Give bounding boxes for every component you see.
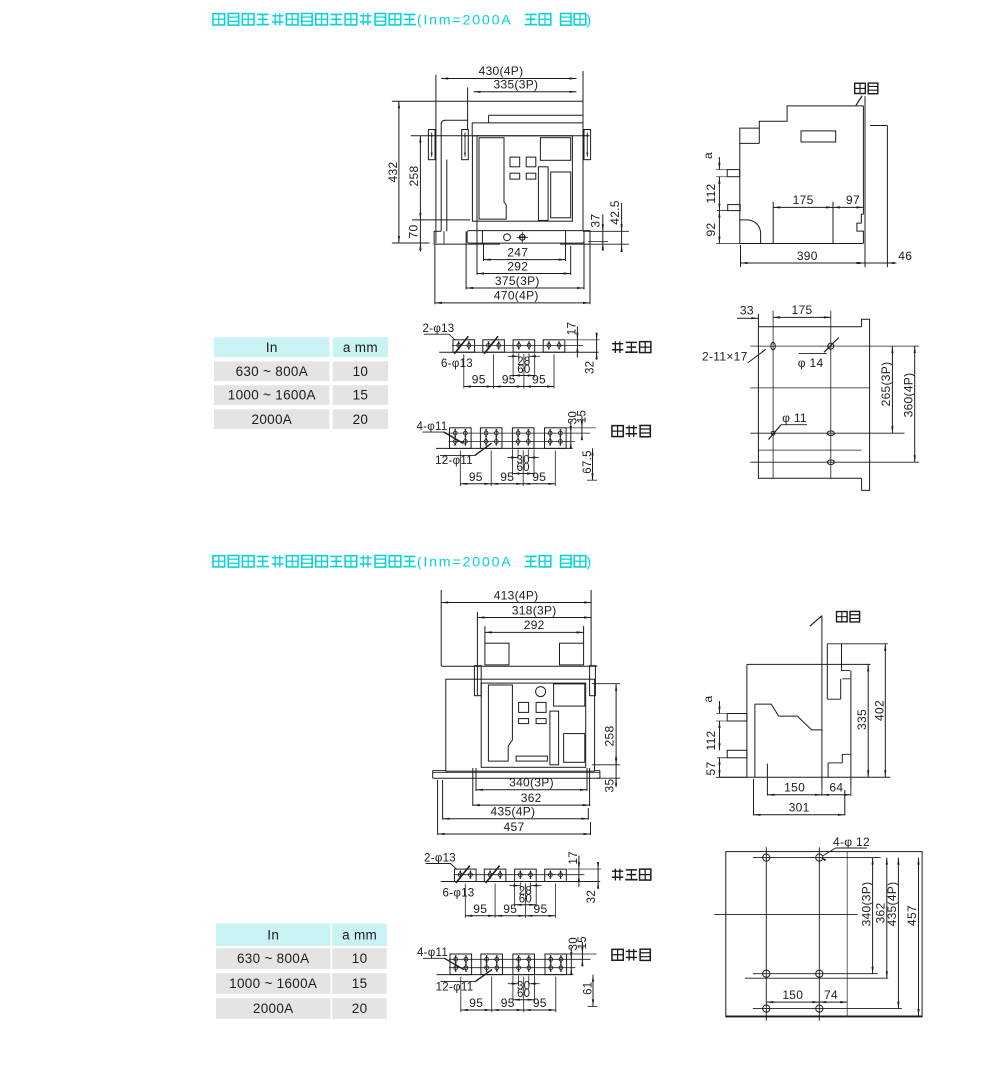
svg-text:95: 95	[532, 470, 546, 484]
svg-text:61: 61	[583, 981, 595, 994]
svg-text:432: 432	[386, 162, 400, 183]
svg-text:φ 14: φ 14	[798, 356, 824, 370]
svg-text:150: 150	[782, 988, 803, 1002]
svg-text:335(3P): 335(3P)	[494, 78, 539, 92]
svg-text:4-φ11: 4-φ11	[416, 421, 447, 433]
svg-text:35: 35	[603, 779, 617, 793]
svg-text:): )	[586, 13, 591, 29]
svg-text:(Inm=2000A: (Inm=2000A	[417, 555, 513, 571]
svg-text:340(3P): 340(3P)	[859, 882, 873, 927]
svg-text:12-φ11: 12-φ11	[436, 981, 474, 993]
svg-text:17: 17	[568, 851, 580, 864]
svg-text:95: 95	[533, 996, 547, 1010]
svg-text:20: 20	[352, 1001, 368, 1016]
svg-text:30: 30	[568, 937, 580, 950]
svg-text:301: 301	[789, 801, 810, 815]
svg-text:112: 112	[704, 730, 718, 750]
svg-text:390: 390	[797, 249, 818, 263]
svg-text:340(3P): 340(3P)	[509, 776, 554, 790]
svg-text:(Inm=2000A: (Inm=2000A	[417, 13, 513, 29]
svg-text:46: 46	[898, 249, 912, 263]
svg-text:): )	[586, 555, 591, 571]
svg-text:φ 11: φ 11	[782, 411, 807, 425]
svg-text:97: 97	[846, 193, 860, 207]
svg-text:2-φ13: 2-φ13	[424, 852, 456, 864]
svg-text:10: 10	[353, 364, 369, 379]
svg-text:292: 292	[507, 259, 528, 273]
svg-text:150: 150	[784, 781, 805, 795]
svg-text:37: 37	[589, 214, 603, 228]
svg-text:In: In	[266, 340, 278, 355]
svg-text:67.5: 67.5	[582, 450, 594, 474]
svg-text:a: a	[701, 152, 715, 159]
svg-text:15: 15	[576, 410, 588, 423]
svg-text:470(4P): 470(4P)	[494, 289, 539, 303]
svg-text:17: 17	[567, 322, 579, 335]
svg-text:30: 30	[567, 411, 579, 424]
svg-text:a: a	[701, 695, 715, 702]
svg-text:15: 15	[352, 976, 368, 991]
svg-text:32: 32	[586, 890, 598, 903]
svg-text:95: 95	[532, 373, 546, 387]
svg-text:112: 112	[704, 183, 718, 203]
svg-text:4-φ11: 4-φ11	[417, 947, 448, 959]
svg-text:95: 95	[503, 902, 517, 916]
svg-text:265(3P): 265(3P)	[879, 362, 893, 407]
svg-text:630 ~ 800A: 630 ~ 800A	[236, 364, 308, 379]
svg-text:92: 92	[704, 223, 718, 237]
svg-text:95: 95	[473, 902, 487, 916]
svg-text:360(4P): 360(4P)	[901, 373, 915, 418]
svg-text:12-φ11: 12-φ11	[435, 455, 473, 467]
svg-text:175: 175	[792, 303, 813, 317]
svg-text:292: 292	[524, 618, 545, 632]
svg-text:1000 ~ 1600A: 1000 ~ 1600A	[229, 976, 317, 991]
svg-text:15: 15	[577, 936, 589, 949]
svg-text:95: 95	[472, 373, 486, 387]
svg-text:247: 247	[507, 245, 528, 259]
svg-text:175: 175	[793, 193, 814, 207]
svg-text:402: 402	[872, 700, 886, 721]
svg-text:2000A: 2000A	[253, 1001, 294, 1016]
svg-text:57: 57	[704, 762, 718, 776]
svg-text:42.5: 42.5	[608, 200, 622, 225]
svg-text:457: 457	[905, 905, 919, 926]
svg-text:a mm: a mm	[343, 340, 378, 355]
svg-text:64: 64	[829, 781, 843, 795]
svg-text:335: 335	[855, 709, 869, 730]
svg-text:4-φ 12: 4-φ 12	[833, 835, 870, 849]
svg-text:95: 95	[469, 470, 483, 484]
svg-text:95: 95	[534, 902, 548, 916]
svg-text:32: 32	[584, 361, 596, 374]
svg-text:457: 457	[504, 820, 525, 834]
svg-text:2-φ13: 2-φ13	[423, 323, 455, 335]
svg-text:430(4P): 430(4P)	[479, 64, 524, 78]
svg-text:15: 15	[353, 388, 369, 403]
svg-text:In: In	[267, 927, 279, 942]
svg-text:6-φ13: 6-φ13	[443, 887, 475, 899]
svg-text:a mm: a mm	[342, 927, 377, 942]
svg-text:413(4P): 413(4P)	[494, 588, 539, 602]
svg-text:2-11×17: 2-11×17	[702, 349, 748, 363]
svg-text:435(4P): 435(4P)	[491, 805, 536, 819]
svg-text:74: 74	[824, 988, 838, 1002]
svg-text:20: 20	[353, 412, 369, 427]
svg-text:2000A: 2000A	[252, 412, 293, 427]
svg-text:435(4P): 435(4P)	[885, 882, 899, 927]
svg-text:258: 258	[603, 726, 617, 747]
svg-text:362: 362	[521, 791, 542, 805]
svg-text:95: 95	[501, 996, 515, 1010]
svg-text:95: 95	[469, 996, 483, 1010]
svg-text:630 ~ 800A: 630 ~ 800A	[237, 951, 309, 966]
svg-text:33: 33	[740, 304, 754, 318]
svg-text:362: 362	[874, 903, 888, 924]
svg-text:1000 ~ 1600A: 1000 ~ 1600A	[228, 388, 316, 403]
svg-text:318(3P): 318(3P)	[512, 603, 557, 617]
svg-text:95: 95	[500, 470, 514, 484]
svg-text:95: 95	[502, 373, 516, 387]
svg-text:375(3P): 375(3P)	[495, 274, 540, 288]
svg-text:6-φ13: 6-φ13	[441, 358, 473, 370]
svg-text:70: 70	[407, 225, 421, 239]
svg-text:258: 258	[407, 166, 421, 187]
svg-text:10: 10	[352, 951, 368, 966]
